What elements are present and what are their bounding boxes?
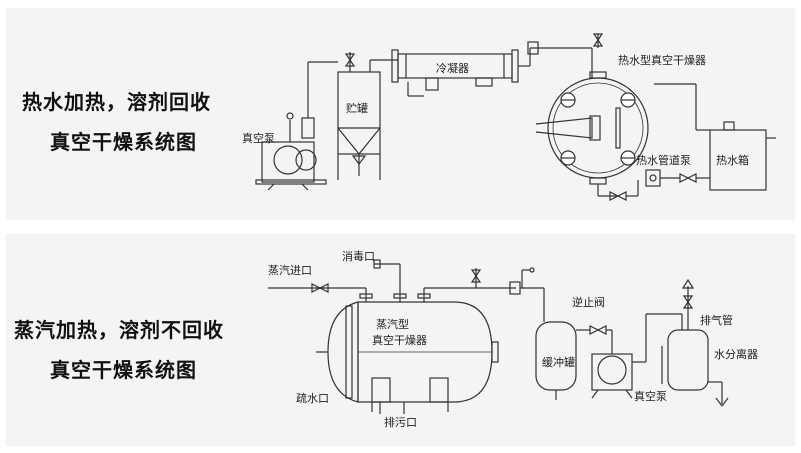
bottom-diagram: 蒸汽型 真空干燥器 蒸汽进口 消毒口 疏水口 — [268, 249, 758, 429]
bottom-label-check-valve: 逆止阀 — [572, 295, 605, 309]
bottom-panel: 蒸汽加热，溶剂不回收 真空干燥系统图 蒸汽型 真空干燥器 — [6, 234, 795, 446]
top-label-hot-water-tank: 热水箱 — [716, 153, 749, 167]
bottom-steam-inlet-line — [268, 259, 544, 302]
top-label-dryer: 热水型真空干燥器 — [618, 53, 706, 67]
top-dryer — [535, 33, 696, 201]
top-panel: 热水加热，溶剂回收 真空干燥系统图 真空泵 — [6, 8, 795, 220]
bottom-label-water-separator: 水分离器 — [714, 347, 758, 361]
bottom-label-exhaust-pipe: 排气管 — [700, 313, 733, 327]
bottom-title-line1: 蒸汽加热，溶剂不回收 — [14, 318, 224, 342]
top-label-hot-water-pump: 热水管道泵 — [636, 153, 691, 167]
top-hot-water-tank — [695, 84, 776, 191]
top-title-line1: 热水加热，溶剂回收 — [22, 90, 211, 114]
bottom-label-disinfect: 消毒口 — [342, 249, 375, 263]
top-storage-tank — [337, 52, 398, 180]
bottom-label-drain: 疏水口 — [296, 391, 329, 405]
bottom-title-line2: 真空干燥系统图 — [50, 358, 197, 382]
bottom-label-buffer-tank: 缓冲罐 — [542, 355, 575, 369]
top-title-line2: 真空干燥系统图 — [50, 130, 197, 154]
top-vacuum-pump — [255, 61, 338, 191]
top-diagram: 真空泵 贮罐 — [242, 33, 776, 201]
bottom-vacuum-pump — [591, 313, 683, 399]
bottom-label-sewage: 排污口 — [384, 415, 417, 429]
bottom-label-steam-inlet: 蒸汽进口 — [268, 263, 312, 277]
bottom-steam-dryer — [316, 301, 499, 414]
top-label-storage-tank: 贮罐 — [346, 102, 368, 115]
bottom-label-dryer-line2: 真空干燥器 — [372, 333, 427, 347]
bottom-label-dryer-line1: 蒸汽型 — [376, 317, 409, 331]
top-label-condenser: 冷凝器 — [436, 61, 469, 75]
top-label-vacuum-pump: 真空泵 — [242, 131, 275, 145]
top-hot-water-pump — [645, 169, 710, 187]
top-condenser — [391, 41, 592, 97]
bottom-buffer-tank — [535, 288, 613, 400]
bottom-label-vacuum-pump: 真空泵 — [634, 389, 667, 403]
bottom-water-separator — [661, 278, 729, 407]
